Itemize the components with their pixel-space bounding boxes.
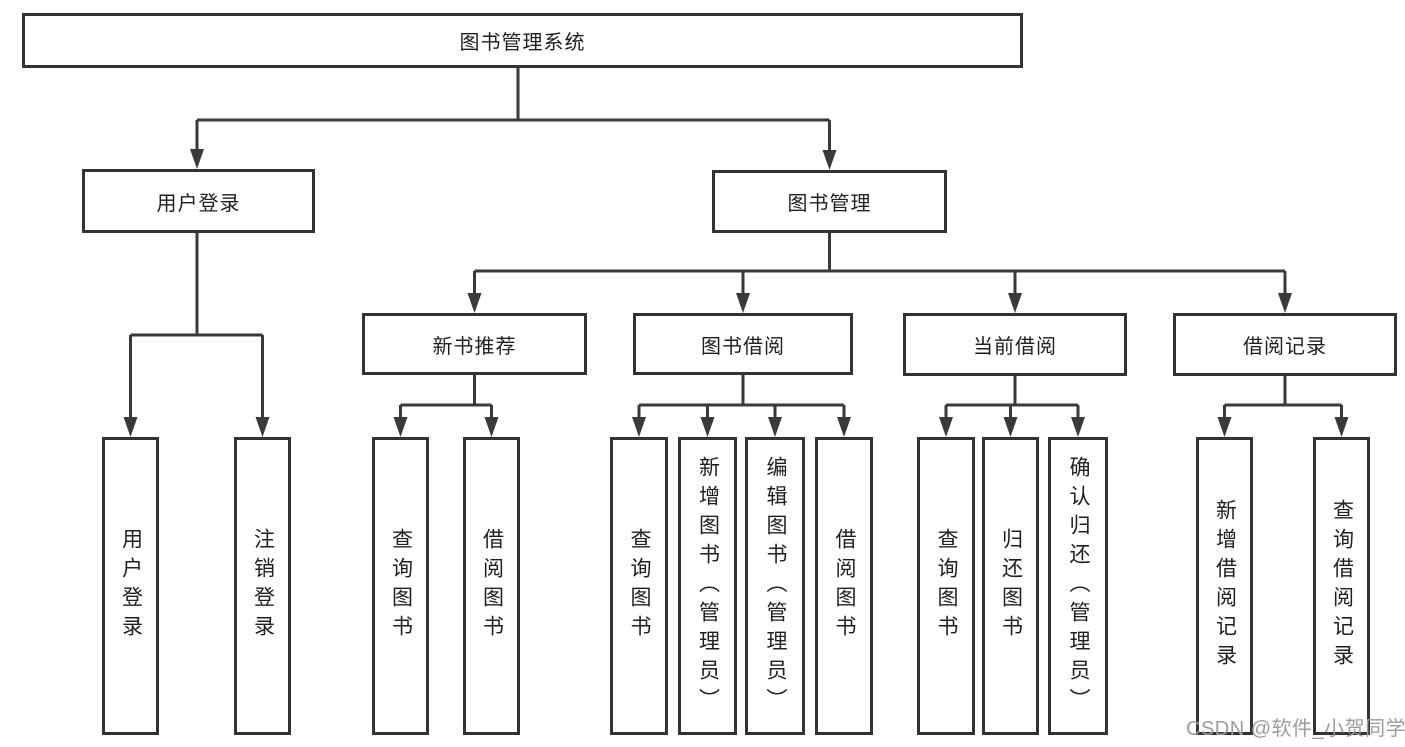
node-user-login: 用户登录 (82, 169, 315, 233)
leaf-add-borrow-record-label: 新增借阅记录 (1213, 499, 1237, 673)
node-library-system: 图书管理系统 (22, 13, 1023, 68)
leaf-add-books-admin: 新增图书（管理员） (678, 437, 737, 735)
node-current-borrow-label: 当前借阅 (973, 336, 1057, 358)
connector-newbook-to-leaves (393, 375, 499, 437)
node-borrow-records-label: 借阅记录 (1243, 336, 1327, 358)
leaf-query-books-recommend: 查询图书 (372, 437, 429, 735)
node-user-login-label: 用户登录 (156, 192, 241, 215)
node-new-book-recommend-label: 新书推荐 (432, 335, 517, 358)
leaf-edit-books-admin: 编辑图书（管理员） (745, 437, 805, 735)
node-borrow-records: 借阅记录 (1173, 313, 1397, 376)
leaf-edit-books-admin-label: 编辑图书（管理员） (764, 455, 787, 717)
leaf-borrow-books-label: 借阅图书 (833, 528, 856, 644)
connector-bookmgmt-to-level3 (467, 233, 1292, 313)
connector-borrowrecords-to-leaves (1217, 375, 1349, 437)
leaf-query-books-current-label: 查询图书 (935, 528, 958, 644)
leaf-query-borrow-record-label: 查询借阅记录 (1330, 499, 1354, 673)
node-book-borrow-label: 图书借阅 (701, 335, 785, 358)
connector-currentborrow-to-leaves (939, 375, 1085, 437)
node-library-system-label: 图书管理系统 (459, 32, 586, 54)
node-book-management: 图书管理 (712, 170, 947, 233)
leaf-logout: 注销登录 (234, 437, 291, 735)
leaf-confirm-return-admin: 确认归还（管理员） (1048, 437, 1108, 735)
leaf-user-login: 用户登录 (102, 437, 159, 735)
csdn-watermark: CSDN @软件_小贺同学 (1186, 718, 1405, 740)
node-book-borrow: 图书借阅 (633, 313, 853, 375)
leaf-return-books: 归还图书 (982, 437, 1039, 735)
leaf-query-books-recommend-label: 查询图书 (389, 528, 413, 644)
node-current-borrow: 当前借阅 (903, 313, 1127, 376)
leaf-return-books-label: 归还图书 (999, 528, 1023, 644)
leaf-add-books-admin-label: 新增图书（管理员） (696, 455, 720, 717)
leaf-logout-label: 注销登录 (251, 528, 275, 644)
leaf-query-books-borrow-label: 查询图书 (628, 528, 651, 644)
connector-root-to-level2 (190, 68, 837, 170)
node-new-book-recommend: 新书推荐 (362, 313, 587, 375)
leaf-query-borrow-record: 查询借阅记录 (1313, 437, 1370, 735)
leaf-borrow-books-recommend: 借阅图书 (463, 437, 520, 735)
connector-userlogin-to-leaves (123, 233, 270, 437)
leaf-borrow-books: 借阅图书 (815, 437, 873, 735)
node-book-management-label: 图书管理 (787, 193, 872, 215)
leaf-user-login-label: 用户登录 (119, 528, 143, 644)
connector-bookborrow-to-leaves (632, 375, 851, 437)
leaf-confirm-return-admin-label: 确认归还（管理员） (1067, 455, 1090, 717)
leaf-query-books-borrow: 查询图书 (610, 437, 668, 735)
leaf-query-books-current: 查询图书 (917, 437, 975, 735)
leaf-add-borrow-record: 新增借阅记录 (1196, 437, 1253, 735)
leaf-borrow-books-recommend-label: 借阅图书 (480, 528, 504, 644)
